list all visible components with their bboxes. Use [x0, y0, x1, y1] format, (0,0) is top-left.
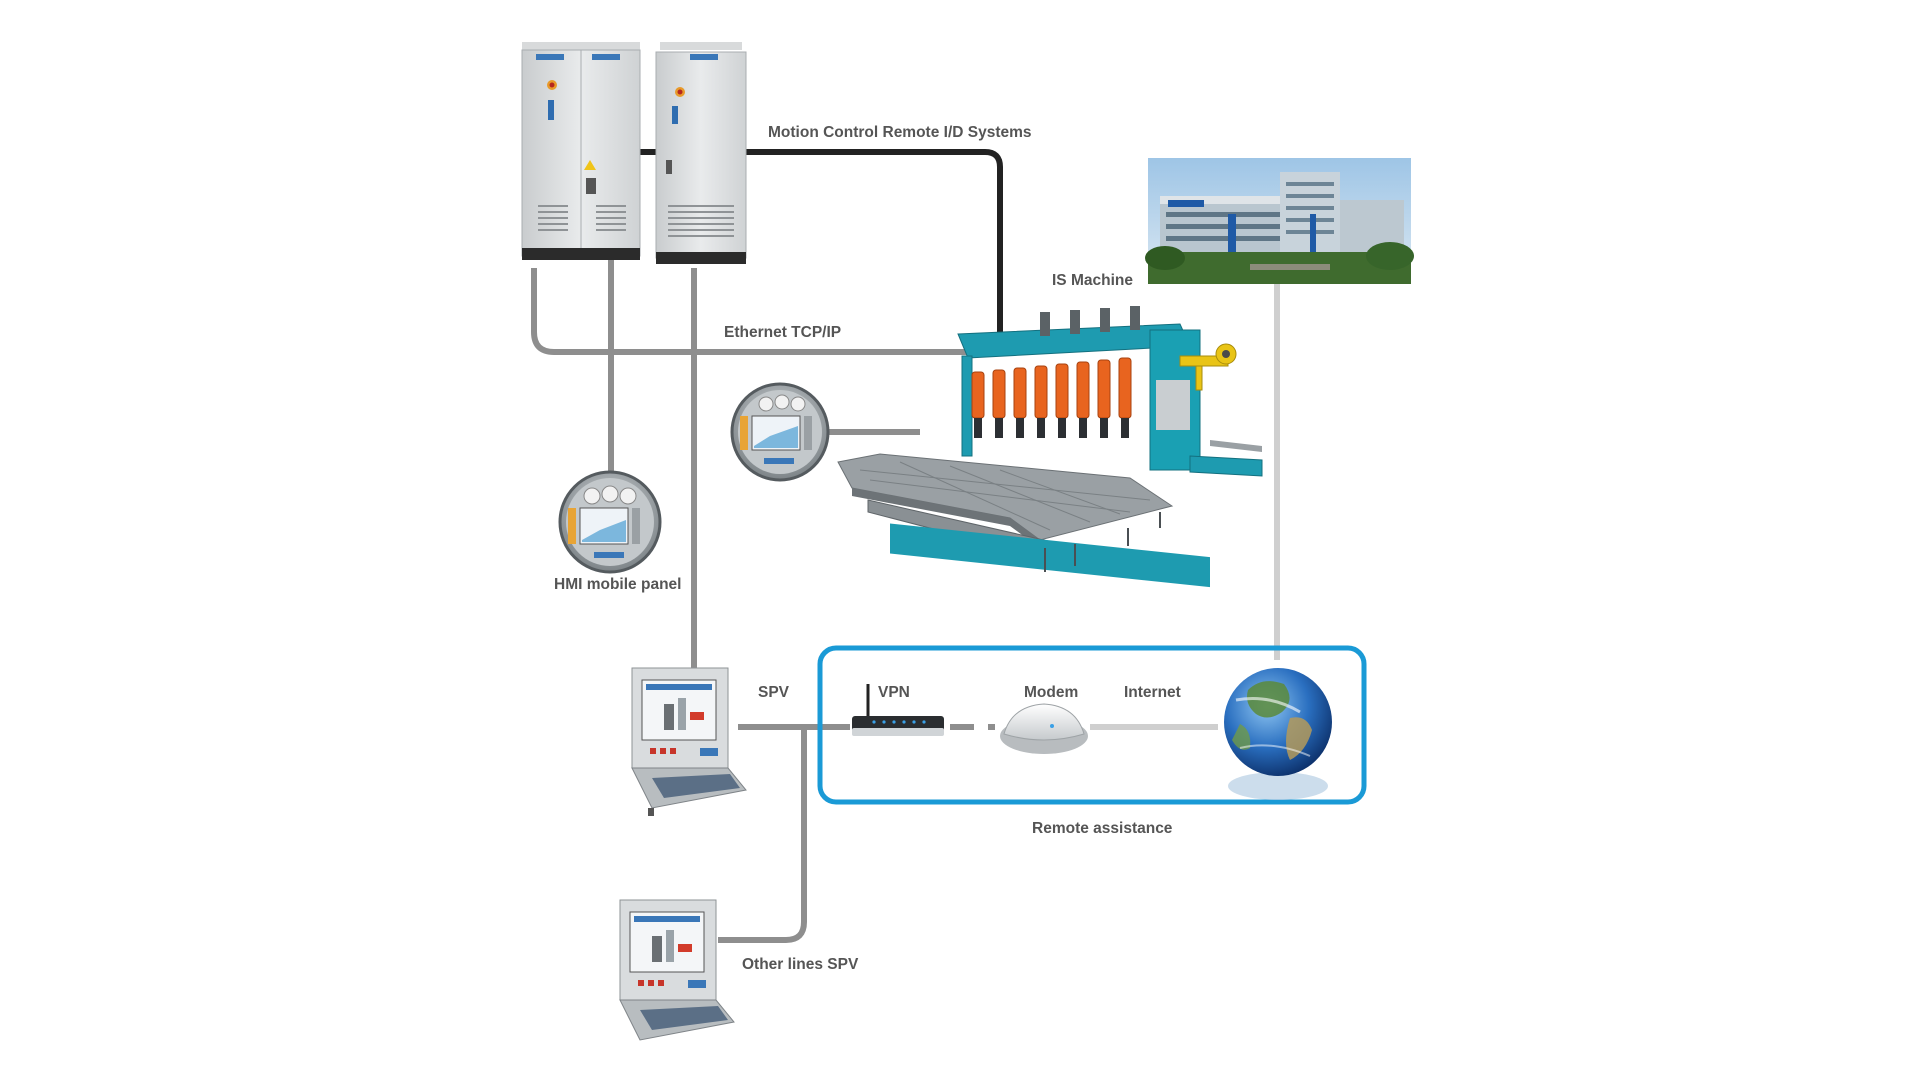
is-machine-label: IS Machine	[1052, 272, 1133, 289]
electrical-cabinet-icon	[655, 42, 747, 264]
router-icon	[852, 684, 944, 736]
remote-assistance-label: Remote assistance	[1032, 820, 1173, 837]
company-building-photo	[1145, 158, 1414, 284]
hmi-mobile-panel-icon	[558, 470, 662, 574]
remote-assistance-box	[817, 645, 1367, 805]
spv-workstation-icon	[619, 899, 735, 1041]
other-lines-spv-label: Other lines SPV	[742, 956, 859, 973]
motion-control-label: Motion Control Remote I/D Systems	[768, 124, 1032, 141]
vpn-label: VPN	[878, 684, 910, 701]
motion-control-line	[640, 149, 1003, 350]
spv-label: SPV	[758, 684, 790, 701]
modem-icon	[1000, 703, 1088, 754]
globe-icon	[1224, 668, 1332, 800]
hmi-mobile-panel-icon	[730, 382, 830, 482]
is-machine-icon	[837, 306, 1263, 588]
connection-lines	[531, 149, 1280, 943]
other-lines-spv-line	[718, 727, 807, 943]
ethernet-line	[531, 268, 968, 355]
electrical-cabinet-icon	[521, 42, 641, 260]
spv-workstation-icon	[631, 667, 747, 816]
electrical-cabinets	[521, 42, 747, 264]
ethernet-label: Ethernet TCP/IP	[724, 324, 842, 341]
internet-label: Internet	[1124, 684, 1181, 701]
modem-label: Modem	[1024, 684, 1079, 701]
hmi-mobile-panel-label: HMI mobile panel	[554, 576, 682, 593]
